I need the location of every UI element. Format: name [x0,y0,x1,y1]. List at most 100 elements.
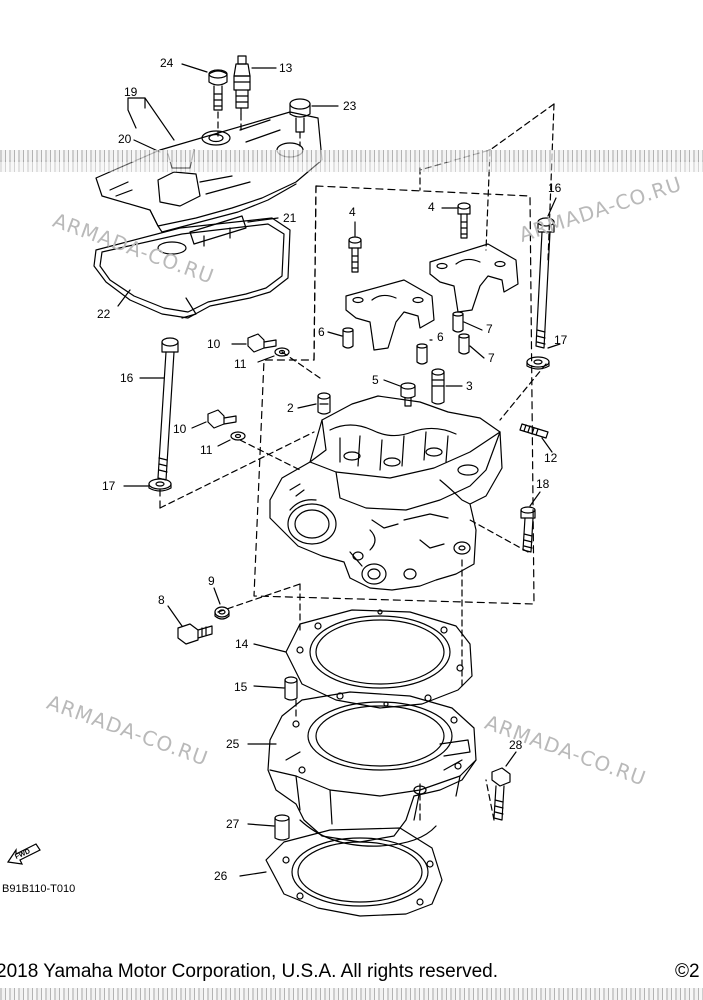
leader-9 [213,587,221,605]
callout-6: 6 [318,325,325,339]
callout-17: 17 [102,479,116,493]
part-21-bracket [189,215,247,247]
callout-13: 13 [279,61,293,75]
part-23-cap [289,98,311,133]
dashed-assembly-links [159,185,317,509]
callout-26: 26 [214,869,228,883]
dashed-connectors-top [217,103,555,261]
part-9-washer [214,606,230,620]
callout-25: 25 [226,737,240,751]
callout-20: 20 [118,132,132,146]
scan-artifact-band [0,988,703,1000]
callout-11: 11 [200,443,213,457]
callout-10: 10 [173,422,187,436]
callout-14: 14 [235,637,249,651]
leader-2 [297,403,317,409]
leader-6a [327,331,343,337]
callout-21: 21 [283,211,297,225]
leader-26 [239,871,267,877]
callout-19: 19 [124,85,138,99]
callout-16: 16 [548,181,562,195]
part-6-dowel-b [416,343,428,365]
callout-12: 12 [544,451,558,465]
camshaft-cap-right [429,243,519,313]
part-17-washer-left [148,478,172,492]
dashed-assembly-box [253,185,535,605]
diagram-code: B91B110-T010 [2,883,76,895]
part-17-washer-right [526,356,550,370]
part-11-washer-a [274,347,290,357]
callout-10: 10 [207,337,221,351]
part-11-washer-b [230,431,246,441]
scan-artifact-band [0,150,703,162]
copyright-text-right: ©2 [675,961,700,982]
callout-24: 24 [160,56,174,70]
callout-27: 27 [226,817,240,831]
part-8-bolt [177,623,213,645]
callout-23: 23 [343,99,357,113]
camshaft-cap-left [345,279,435,351]
callout-9: 9 [208,574,215,588]
callout-6: 6 [437,330,444,344]
leader-27 [247,823,275,827]
callout-22: 22 [97,307,111,321]
leader-10b [191,421,207,429]
leader-15 [253,685,285,689]
leader-11b [217,439,231,447]
leader-11a [257,355,275,363]
callout-5: 5 [372,373,379,387]
part-2-valve-guide [317,392,331,415]
leader-22 [117,289,131,307]
callout-28: 28 [509,738,523,752]
copyright-text: 2018 Yamaha Motor Corporation, U.S.A. Al… [0,961,498,982]
part-24-bolt [208,69,228,111]
leader-16a [547,197,557,217]
callout-8: 8 [158,593,165,607]
part-10-bolt-a [247,333,277,353]
part-16-stud-left [157,337,179,481]
callout-7: 7 [488,351,495,365]
part-12-stud [519,423,549,439]
part-4-bolt-right [457,202,471,239]
part-7-dowel-b [458,333,470,355]
part-13-spark-plug [233,55,251,115]
callout-18: 18 [536,477,550,491]
callout-4: 4 [349,205,356,219]
callout-17: 17 [554,333,568,347]
leader-24 [181,63,208,73]
part-25-cylinder [267,691,477,847]
part-5-plug [400,382,416,407]
part-14-head-gasket [285,609,473,709]
fwd-arrow-icon: FWD [6,843,41,865]
part-3-stud [431,368,445,405]
scan-artifact-band [0,160,703,172]
part-10-bolt-b [207,409,237,429]
leader-7b [469,345,485,359]
part-4-bolt-left [348,236,362,273]
part-16-stud-right [535,217,555,349]
leader-28 [505,751,517,767]
callout-11: 11 [234,357,247,371]
callout-3: 3 [466,379,473,393]
leader-17a [547,343,561,349]
callout-2: 2 [287,401,294,415]
part-27-dowel [274,814,290,841]
leader-8 [167,605,183,627]
part-6-dowel-a [342,327,354,349]
callout-4: 4 [428,200,435,214]
callout-16: 16 [120,371,134,385]
leader-7a [463,321,483,331]
part-15-dowel [284,676,298,701]
leader-14 [253,643,287,653]
part-28-bolt [491,767,511,821]
part-7-dowel-a [452,311,464,333]
leader-5 [383,379,401,387]
leader-12 [541,437,553,453]
leader-19 [127,97,175,141]
leader-18 [529,491,541,507]
dashed-connectors-mid [159,351,547,823]
callout-15: 15 [234,680,248,694]
callout-7: 7 [486,322,493,336]
part-26-base-gasket [265,827,443,917]
